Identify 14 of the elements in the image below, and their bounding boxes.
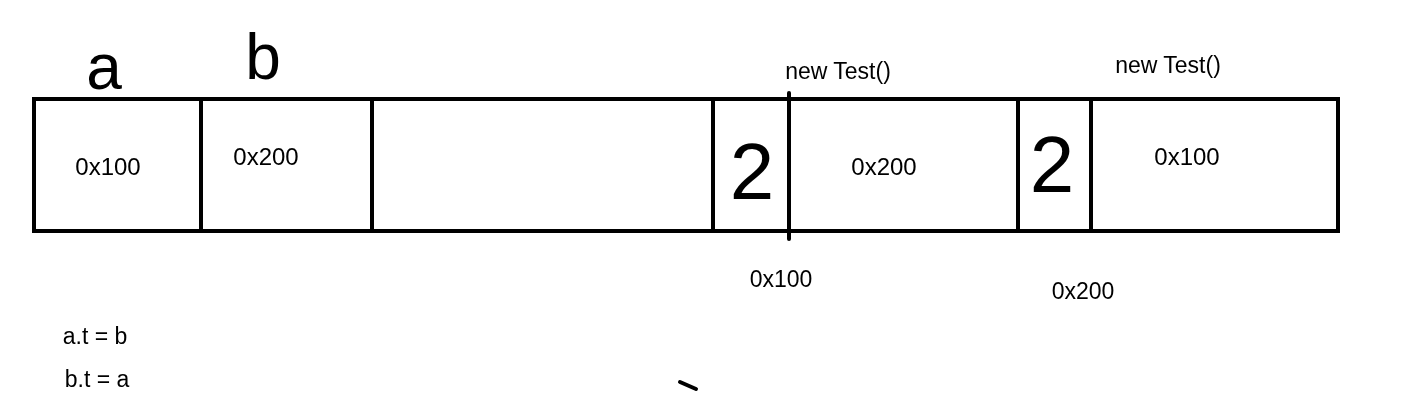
annotation-text: 0x200 [1051,279,1115,303]
cell-value: 0x100 [1154,145,1220,169]
handwritten-value: 2 [729,140,775,204]
annotation-text: new Test() [785,59,891,83]
handwritten-value: 2 [1029,133,1075,197]
handwritten-variable-name: a [86,42,122,94]
cell-value: 0x200 [851,155,917,179]
cell-value: 0x100 [75,155,141,179]
annotation-text: a.t = b [62,324,128,348]
cell-value: 0x200 [233,145,299,169]
handwritten-variable-name: b [245,32,281,84]
annotation-text: b.t = a [64,367,130,391]
annotation-text: new Test() [1115,53,1221,77]
annotation-text: 0x100 [749,267,813,291]
